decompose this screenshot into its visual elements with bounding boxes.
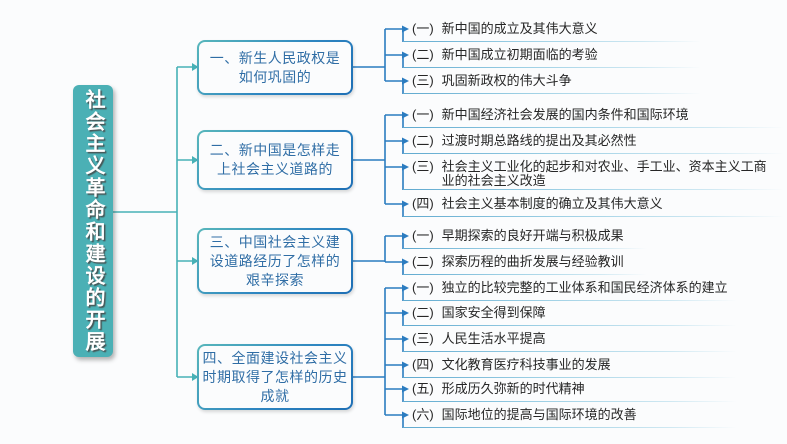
leaf-number: (一)	[412, 107, 434, 122]
leaf-number: (四)	[412, 196, 434, 211]
leaf-text: 过渡时期总路线的提出及其必然性	[441, 133, 637, 148]
leaf-item: (三) 人民生活水平提高	[403, 331, 737, 352]
root-topic: 社会主义革命和建设的开展	[73, 85, 113, 357]
leaf-item: (四) 社会主义基本制度的确立及其伟大意义	[403, 196, 784, 217]
leaf-item: (三) 社会主义工业化的起步和对农业、手工业、资本主义工商 业的社会主义改造	[403, 159, 784, 190]
topic-box-4: 四、全面建设社会主义 时期取得了怎样的历史 成就	[197, 344, 353, 410]
leaf-number: (六)	[412, 407, 434, 422]
leaf-text: 新中国经济社会发展的国内条件和国际环境	[441, 107, 689, 122]
leaf-text: 新中国的成立及其伟大意义	[441, 21, 598, 36]
leaf-item: (四) 文化教育医疗科技事业的发展	[403, 357, 737, 378]
leaf-arrow-icons	[402, 25, 409, 419]
topic-box-1: 一、新生人民政权是 如何巩固的	[197, 40, 353, 95]
leaf-item: (一) 早期探索的良好开端与积极成果	[403, 228, 647, 249]
leaf-item: (二) 探索历程的曲折发展与经验教训	[403, 254, 647, 275]
leaf-number: (三)	[412, 331, 434, 346]
leaf-text: 巩固新政权的伟大斗争	[441, 73, 572, 88]
leaf-text: 早期探索的良好开端与积极成果	[441, 228, 624, 243]
leaf-text: 独立的比较完整的工业体系和国民经济体系的建立	[441, 280, 728, 295]
leaf-text: 国际地位的提高与国际环境的改善	[441, 407, 637, 422]
topic-label-1: 一、新生人民政权是 如何巩固的	[199, 42, 351, 93]
leaf-text: 国家安全得到保障	[441, 305, 546, 320]
leaf-item: (二) 国家安全得到保障	[403, 305, 737, 326]
leaf-number: (一)	[412, 228, 434, 243]
leaf-text: 人民生活水平提高	[441, 331, 546, 346]
leaf-item: (六) 国际地位的提高与国际环境的改善	[403, 407, 737, 428]
leaf-item: (一) 新中国的成立及其伟大意义	[403, 21, 701, 42]
leaf-text: 文化教育医疗科技事业的发展	[441, 357, 611, 372]
leaf-text: 形成历久弥新的时代精神	[441, 381, 585, 396]
leaf-number: (三)	[412, 159, 434, 174]
root-topic-title: 社会主义革命和建设的开展	[82, 89, 104, 353]
leaf-item: (一) 新中国经济社会发展的国内条件和国际环境	[403, 107, 784, 128]
topic-box-2: 二、新中国是怎样走 上社会主义道路的	[197, 130, 353, 190]
leaf-item: (五) 形成历久弥新的时代精神	[403, 381, 737, 402]
leaf-number: (五)	[412, 381, 434, 396]
leaf-number: (四)	[412, 357, 434, 372]
topic-arrow-icons	[192, 63, 199, 381]
leaf-text: 探索历程的曲折发展与经验教训	[441, 254, 624, 269]
leaf-text: 新中国成立初期面临的考验	[441, 47, 598, 62]
leaf-number: (二)	[412, 47, 434, 62]
leaf-item: (三) 巩固新政权的伟大斗争	[403, 73, 701, 94]
topic-box-3: 三、中国社会主义建 设道路经历了怎样的 艰辛探索	[197, 228, 353, 294]
topic-label-2: 二、新中国是怎样走 上社会主义道路的	[199, 132, 351, 188]
topic-label-4: 四、全面建设社会主义 时期取得了怎样的历史 成就	[199, 346, 351, 408]
topic-label-3: 三、中国社会主义建 设道路经历了怎样的 艰辛探索	[199, 230, 351, 292]
leaf-item: (一) 独立的比较完整的工业体系和国民经济体系的建立	[403, 280, 737, 301]
leaf-number: (二)	[412, 133, 434, 148]
leaf-text: 社会主义基本制度的确立及其伟大意义	[441, 196, 663, 211]
leaf-number: (二)	[412, 254, 434, 269]
leaf-number: (三)	[412, 73, 434, 88]
leaf-item: (二) 新中国成立初期面临的考验	[403, 47, 701, 68]
leaf-text: 社会主义工业化的起步和对农业、手工业、资本主义工商 业的社会主义改造	[441, 159, 767, 188]
leaf-item: (二) 过渡时期总路线的提出及其必然性	[403, 133, 784, 154]
leaf-number: (一)	[412, 280, 434, 295]
leaf-number: (一)	[412, 21, 434, 36]
leaf-number: (二)	[412, 305, 434, 320]
